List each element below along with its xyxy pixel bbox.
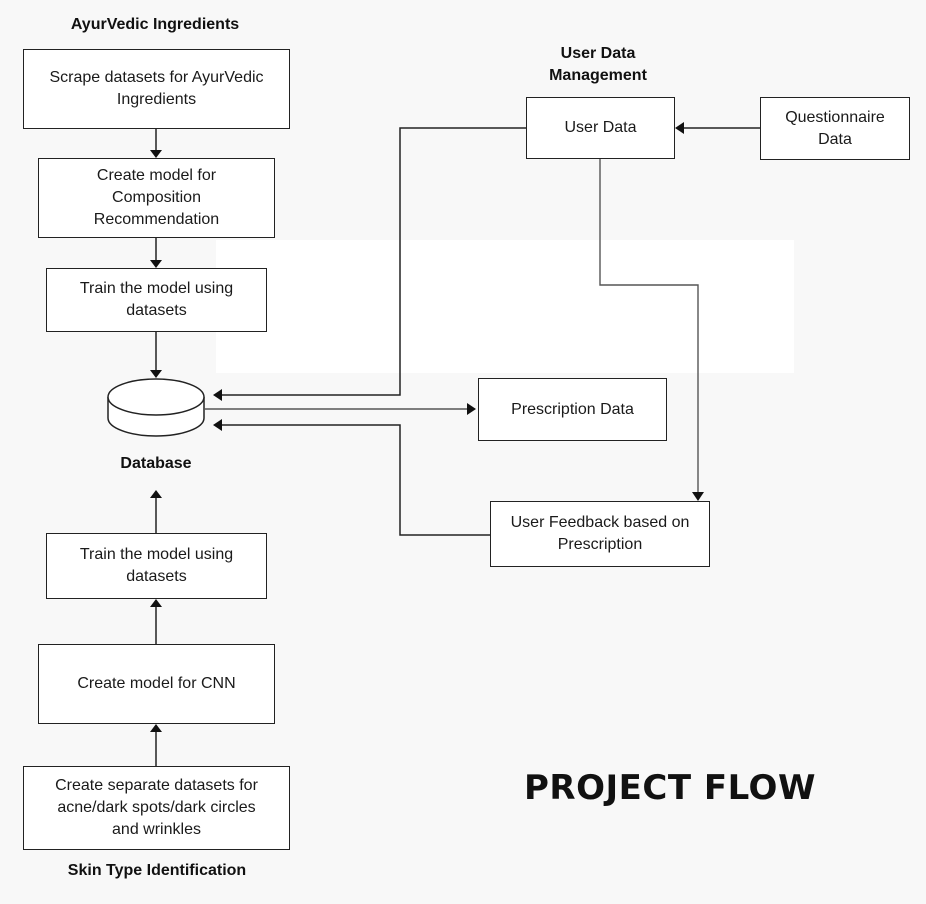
edge-feedback-to-database	[222, 424, 490, 536]
arrowhead	[150, 599, 162, 607]
arrowhead	[467, 403, 476, 415]
node-user-feedback: User Feedback based on Prescription	[490, 501, 710, 567]
arrowhead	[213, 389, 222, 401]
node-questionnaire-data: Questionnaire Data	[760, 97, 910, 160]
node-composition-model: Create model for Composition Recommendat…	[38, 158, 275, 238]
heading-user-data-management: User Data Management	[549, 45, 647, 84]
node-scrape-datasets: Scrape datasets for AyurVedic Ingredient…	[23, 49, 290, 129]
arrowhead	[675, 122, 684, 134]
arrowhead	[150, 724, 162, 732]
node-separate-datasets: Create separate datasets for acne/dark s…	[23, 766, 290, 850]
arrowhead	[692, 492, 704, 501]
arrowhead	[213, 419, 222, 431]
arrowhead	[150, 490, 162, 498]
node-train-model-top: Train the model using datasets	[46, 268, 267, 332]
arrowhead	[150, 260, 162, 268]
node-train-model-bottom: Train the model using datasets	[46, 533, 267, 599]
heading-ayurvedic-ingredients: AyurVedic Ingredients	[70, 16, 240, 33]
database-icon	[107, 378, 205, 437]
project-flow-title: PROJECT FLOW	[524, 768, 816, 808]
heading-skin-type-identification: Skin Type Identification	[67, 862, 247, 879]
node-cnn-model: Create model for CNN	[38, 644, 275, 724]
arrowhead	[150, 150, 162, 158]
heading-database: Database	[120, 455, 192, 472]
arrowhead	[150, 370, 162, 378]
node-user-data: User Data	[526, 97, 675, 159]
edge-userdata-to-database	[222, 127, 526, 396]
node-prescription-data: Prescription Data	[478, 378, 667, 441]
edge-userdata-to-feedback	[599, 159, 699, 492]
